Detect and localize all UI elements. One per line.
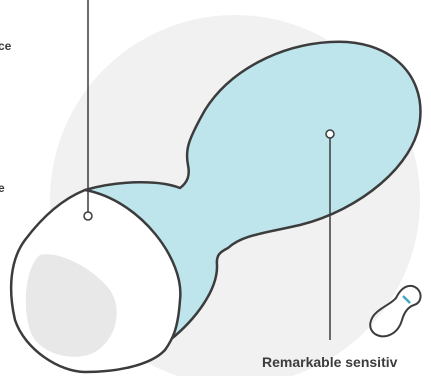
callout-label-middle-fragment: e	[0, 181, 5, 195]
callout-label-cap-fragment: ce	[0, 39, 12, 53]
callout-label-sensitivity: Remarkable sensitiv	[262, 354, 398, 370]
product-thumbnail-icon	[369, 284, 422, 338]
callout-dot-icon	[83, 211, 93, 221]
cap-opening	[25, 254, 117, 357]
callout-dot-icon	[325, 129, 335, 139]
